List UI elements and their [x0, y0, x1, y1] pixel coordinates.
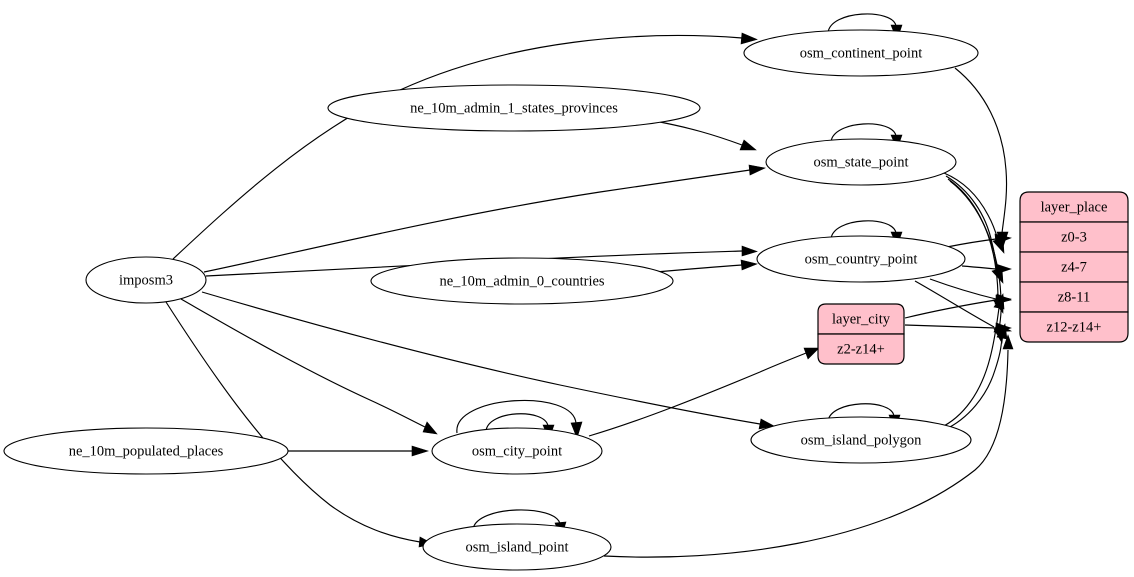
node-osm-city-point[interactable]: osm_city_point [431, 427, 603, 475]
node-osm-state-point[interactable]: osm_state_point [765, 138, 957, 186]
edge-imposm3-to-osm-state-point [203, 164, 766, 273]
edge-osm-island-polygon-to-layer-place-z8-11 [939, 293, 1005, 429]
edge-imposm3-to-osm-city-point [180, 298, 438, 435]
edge-osm-island-polygon-to-layer-place-z12 [943, 323, 1008, 431]
edge-imposm3-to-osm-continent-point [172, 32, 758, 260]
node-ne-10m-admin-0-countries[interactable]: ne_10m_admin_0_countries [370, 257, 674, 305]
record-node-layer-city[interactable]: layer_city z2-z14+ [817, 303, 905, 365]
edge-ne-states-to-osm-state-point [659, 121, 757, 151]
node-osm-island-polygon[interactable]: osm_island_polygon [750, 416, 972, 464]
edge-osm-state-point-to-layer-place-z0-3 [943, 172, 1005, 254]
edge-imposm3-to-osm-island-point [165, 301, 434, 548]
edge-ne-populated-to-osm-city-point [288, 445, 430, 457]
edge-osm-city-point-to-layer-city [588, 347, 820, 437]
node-imposm3[interactable]: imposm3 [85, 256, 207, 304]
record-node-layer-place[interactable]: layer_place z0-3 z4-7 z8-11 z12-z14+ [1019, 191, 1129, 343]
node-osm-island-point[interactable]: osm_island_point [422, 523, 612, 571]
node-ne-10m-admin-1-states-provinces[interactable]: ne_10m_admin_1_states_provinces [327, 84, 701, 132]
edge-osm-island-point-to-layer-place-z12 [603, 334, 1014, 558]
node-ne-10m-populated-places[interactable]: ne_10m_populated_places [3, 427, 289, 475]
edge-imposm3-to-osm-island-polygon [201, 291, 775, 430]
edge-osm-state-point-to-layer-place-z8-11 [947, 178, 1004, 314]
edge-osm-country-point-to-layer-place-z4-7 [961, 263, 1012, 275]
edge-ne-countries-to-osm-country-point [655, 259, 758, 273]
edge-self-loop-outer-osm-city-point [456, 399, 583, 439]
node-layer: imposm3 ne_10m_admin_1_states_provinces … [3, 29, 979, 571]
node-osm-country-point[interactable]: osm_country_point [756, 235, 966, 283]
node-osm-continent-point[interactable]: osm_continent_point [743, 29, 979, 77]
edge-osm-country-point-to-layer-place-z0-3 [946, 233, 1012, 248]
